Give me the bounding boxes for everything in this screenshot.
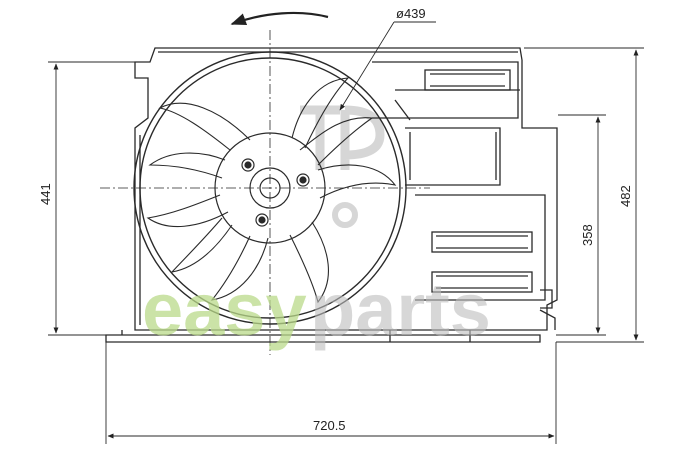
fan-shroud bbox=[105, 47, 558, 343]
watermark-parts: parts bbox=[310, 268, 491, 351]
inner-height-label: 358 bbox=[580, 224, 595, 246]
dim-line-inner-height bbox=[556, 114, 606, 336]
fan-diameter-label: ø439 bbox=[396, 6, 426, 21]
watermark-easy: easy bbox=[142, 268, 307, 351]
rotation-arrow bbox=[230, 11, 329, 26]
dim-line-overall-height bbox=[48, 61, 150, 336]
overall-height-label: 441 bbox=[38, 183, 53, 205]
overall-width-label: 720.5 bbox=[313, 418, 346, 433]
fan-blades bbox=[146, 77, 397, 304]
dim-line-overall-width bbox=[105, 342, 557, 444]
dim-line-right-height bbox=[524, 47, 644, 343]
center-lines bbox=[100, 30, 430, 355]
diameter-leader bbox=[339, 21, 436, 111]
right-height-label: 482 bbox=[618, 185, 633, 207]
